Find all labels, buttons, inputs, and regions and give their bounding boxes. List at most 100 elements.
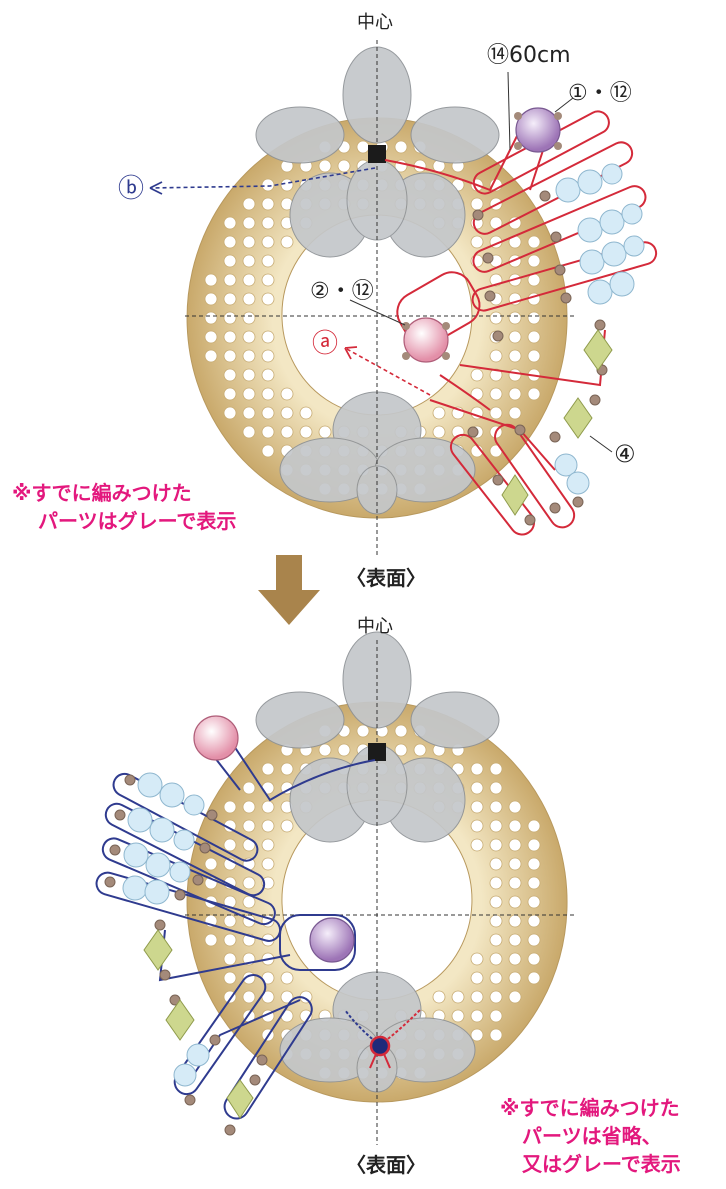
ring-hole <box>224 801 236 813</box>
ring-hole <box>490 1010 502 1022</box>
bottom-note-line1: ※すでに編みつけた <box>500 1096 680 1120</box>
ring-hole <box>262 388 274 400</box>
ring-hole <box>528 839 540 851</box>
ring-hole <box>490 991 502 1003</box>
ring-hole <box>528 236 540 248</box>
ring-hole <box>528 877 540 889</box>
ring-hole <box>262 293 274 305</box>
bottom-pink-bead <box>194 716 238 760</box>
ring-hole <box>528 255 540 267</box>
ring-hole <box>490 858 502 870</box>
label-bead-4: ④ <box>614 440 636 468</box>
ring-hole <box>281 179 293 191</box>
ring-hole <box>395 725 407 737</box>
label-bead-14: ⑭60cm <box>487 43 571 68</box>
ring-hole <box>471 839 483 851</box>
ring-hole <box>528 896 540 908</box>
ring-hole <box>205 312 217 324</box>
ring-hole <box>243 801 255 813</box>
ring-hole <box>528 350 540 362</box>
ring-hole <box>319 426 331 438</box>
ring-hole <box>433 407 445 419</box>
ring-hole <box>300 426 312 438</box>
ring-hole <box>243 274 255 286</box>
ring-hole <box>471 801 483 813</box>
ring-hole <box>471 820 483 832</box>
ring-hole <box>528 820 540 832</box>
ring-hole <box>471 236 483 248</box>
ring-hole <box>224 915 236 927</box>
ring-hole <box>262 820 274 832</box>
ring-hole <box>243 331 255 343</box>
bottom-center-marker <box>368 743 386 761</box>
ring-hole <box>262 331 274 343</box>
ring-hole <box>224 839 236 851</box>
ring-hole <box>205 934 217 946</box>
ring-hole <box>471 198 483 210</box>
ring-hole <box>262 763 274 775</box>
ring-hole <box>262 236 274 248</box>
ring-hole <box>243 312 255 324</box>
ring-hole <box>509 934 521 946</box>
bottom-diagram: 中心 〈表面〉 ※すでに編みつけた パーツは省略、 又はグレーで表示 <box>94 616 681 1177</box>
ring-hole <box>262 217 274 229</box>
ring-hole <box>243 426 255 438</box>
top-center-marker <box>368 145 386 163</box>
ring-hole <box>357 725 369 737</box>
ring-hole <box>528 331 540 343</box>
ring-hole <box>224 934 236 946</box>
ring-hole <box>243 782 255 794</box>
top-label-a: ⓐ <box>312 329 338 359</box>
ring-hole <box>509 312 521 324</box>
ring-hole <box>509 972 521 984</box>
bottom-purple-bead <box>310 918 354 962</box>
top-center-label: 中心 <box>357 12 393 33</box>
ring-hole <box>224 407 236 419</box>
ring-hole <box>509 991 521 1003</box>
ring-hole <box>224 972 236 984</box>
ring-hole <box>243 388 255 400</box>
ring-hole <box>509 388 521 400</box>
ring-hole <box>243 236 255 248</box>
ring-hole <box>490 953 502 965</box>
ring-hole <box>243 293 255 305</box>
ring-hole <box>243 991 255 1003</box>
ring-hole <box>490 388 502 400</box>
ring-hole <box>471 369 483 381</box>
ring-hole <box>490 1029 502 1041</box>
ring-hole <box>224 388 236 400</box>
ring-hole <box>281 236 293 248</box>
ring-hole <box>509 839 521 851</box>
ring-hole <box>395 141 407 153</box>
ring-hole <box>509 915 521 927</box>
ring-hole <box>528 953 540 965</box>
ring-hole <box>281 763 293 775</box>
ring-hole <box>281 820 293 832</box>
ring-hole <box>243 369 255 381</box>
ring-hole <box>509 369 521 381</box>
label-bead-1-12: ①・⑫ <box>568 81 632 106</box>
ring-hole <box>262 426 274 438</box>
ring-hole <box>262 839 274 851</box>
ring-hole <box>528 915 540 927</box>
ring-hole <box>433 991 445 1003</box>
ring-hole <box>205 331 217 343</box>
ring-hole <box>205 858 217 870</box>
ring-hole <box>452 1010 464 1022</box>
ring-hole <box>528 972 540 984</box>
ring-hole <box>243 255 255 267</box>
ring-hole <box>281 972 293 984</box>
ring-hole <box>243 350 255 362</box>
ring-hole <box>509 877 521 889</box>
ring-hole <box>319 744 331 756</box>
top-side-label: 〈表面〉 <box>346 566 426 590</box>
ring-hole <box>243 198 255 210</box>
ring-hole <box>490 839 502 851</box>
ring-hole <box>490 312 502 324</box>
ring-hole <box>262 179 274 191</box>
ring-hole <box>262 255 274 267</box>
ring-hole <box>224 312 236 324</box>
ring-hole <box>509 953 521 965</box>
ring-hole <box>509 801 521 813</box>
